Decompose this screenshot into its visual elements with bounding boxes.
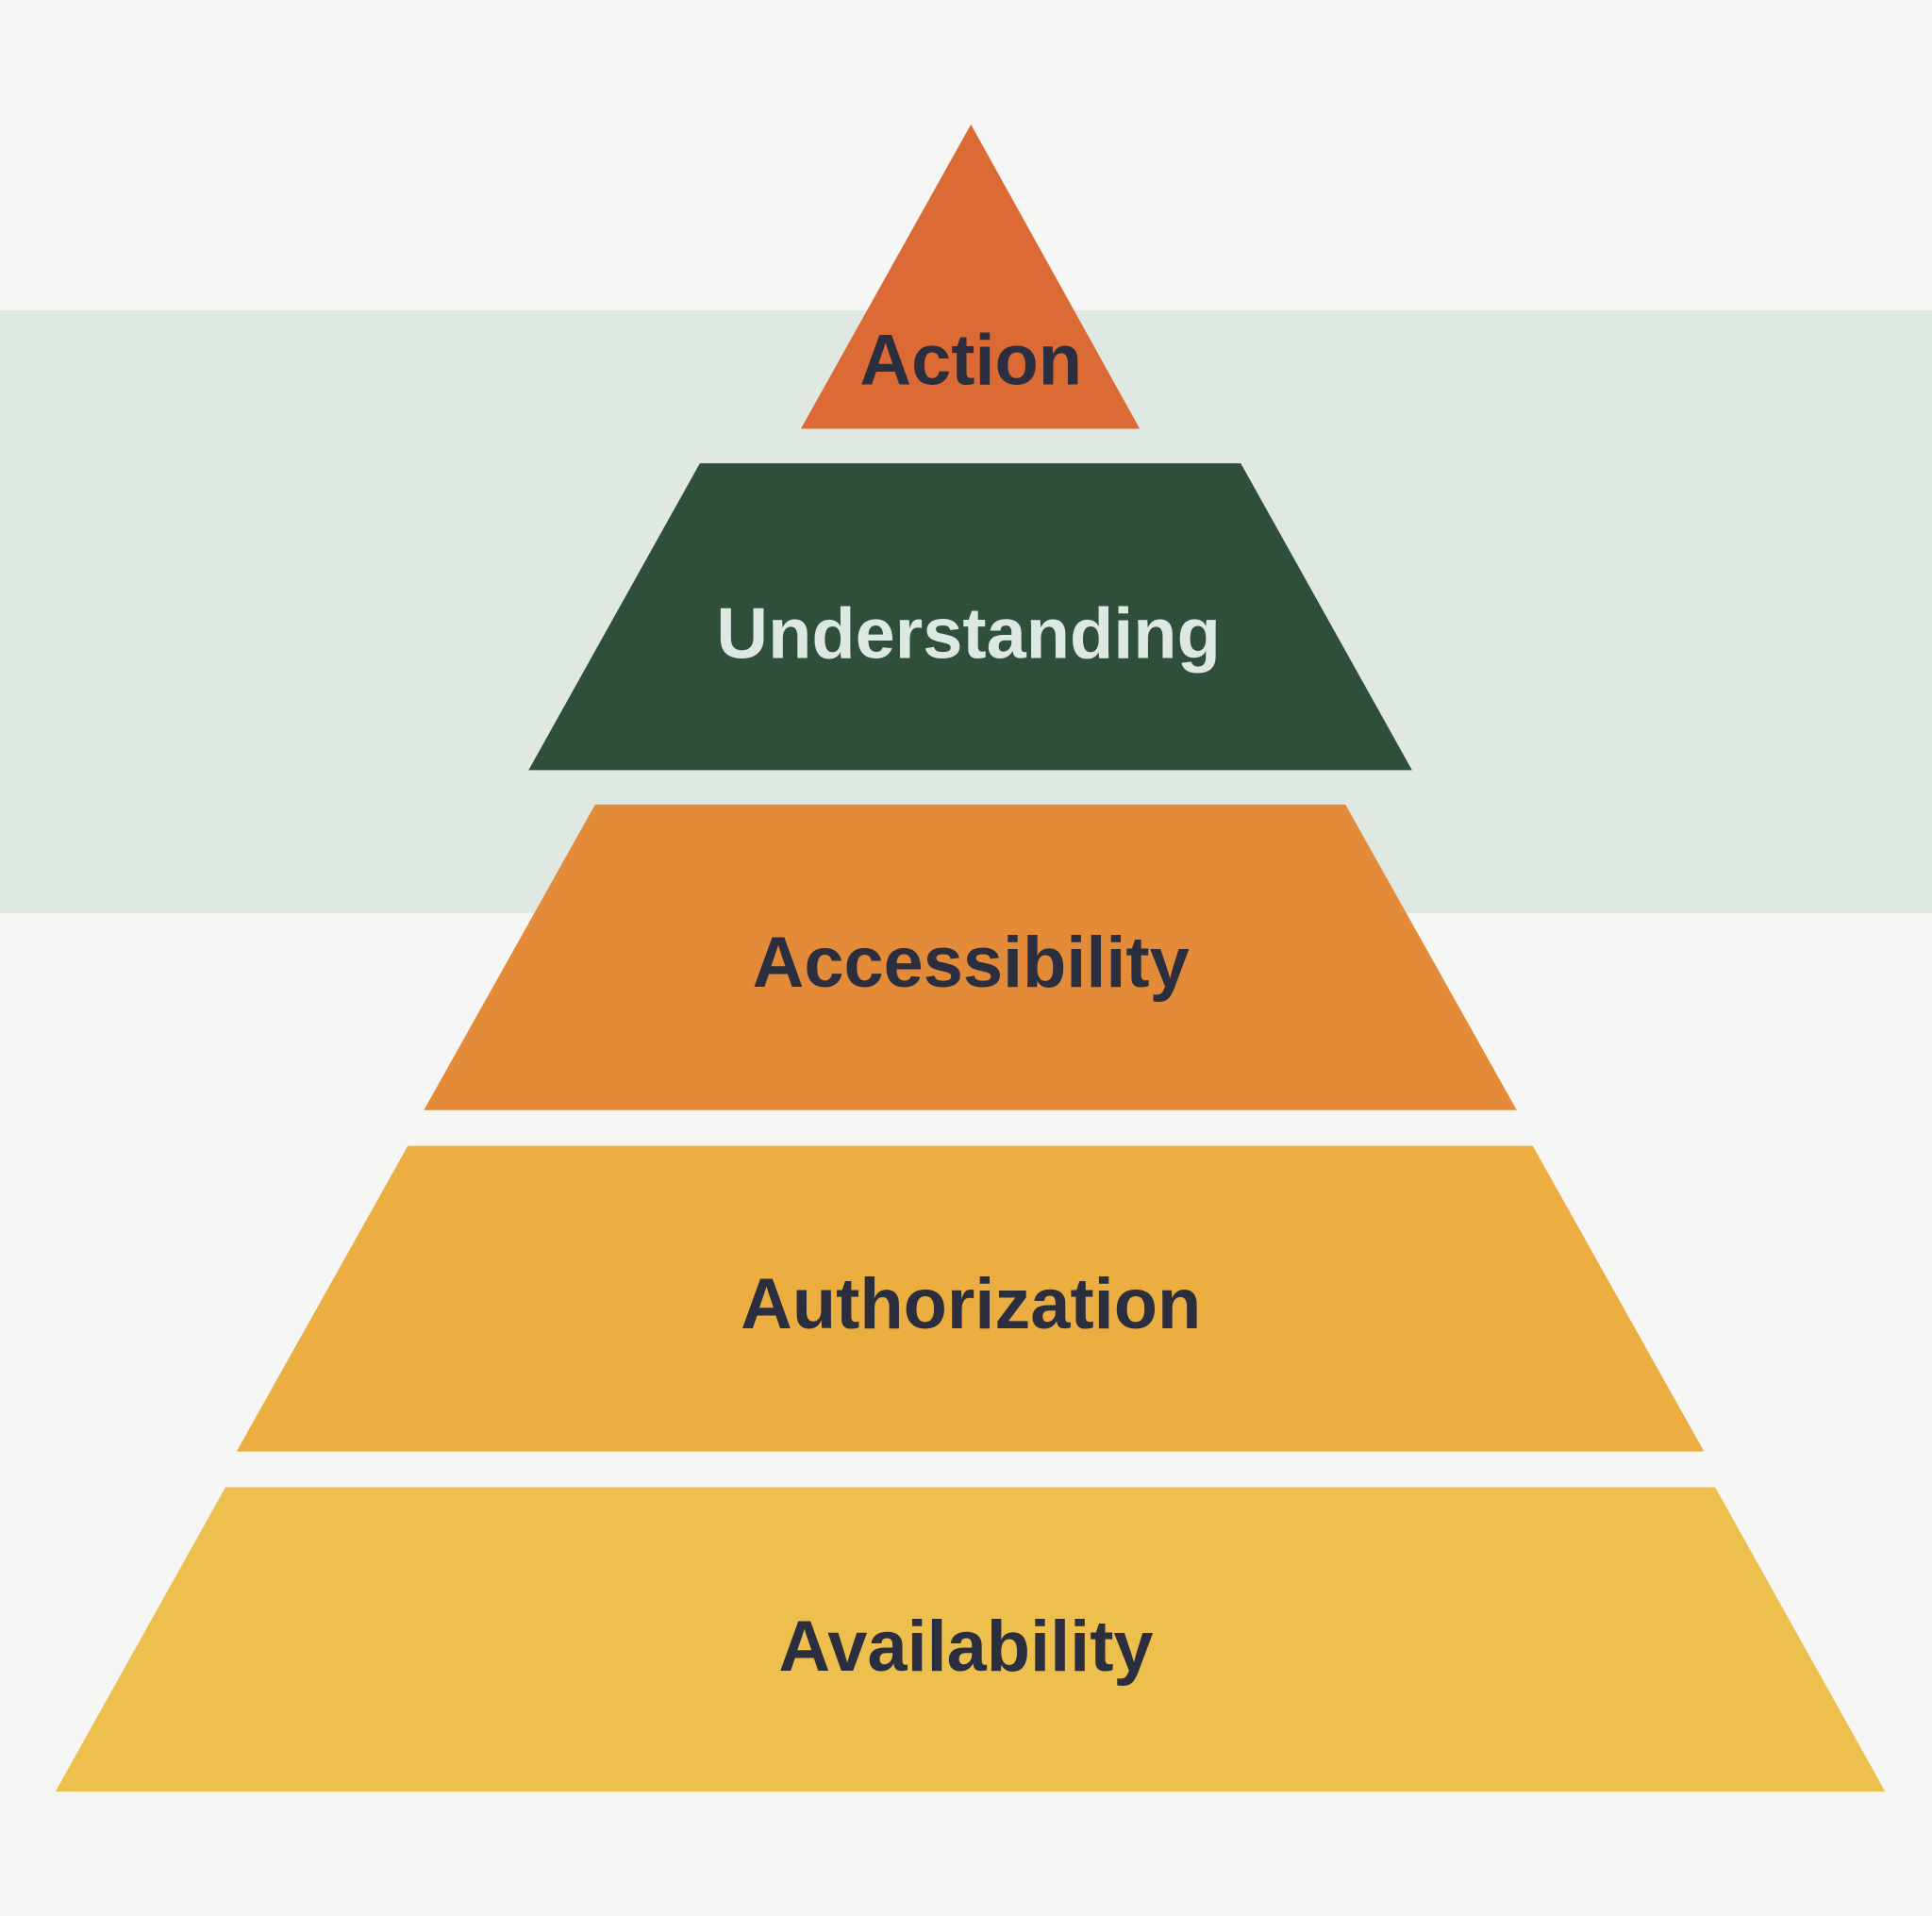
level-authorization xyxy=(236,1145,1705,1452)
label-availability: Availability xyxy=(778,1607,1153,1687)
level-availability xyxy=(55,1487,1886,1792)
label-accessibility: Accessibility xyxy=(753,923,1190,1003)
label-authorization: Authorization xyxy=(741,1264,1201,1344)
level-action xyxy=(800,124,1141,429)
label-understanding: Understanding xyxy=(716,593,1220,674)
label-action: Action xyxy=(859,321,1082,401)
level-accessibility xyxy=(424,804,1517,1110)
level-understanding xyxy=(528,463,1412,771)
